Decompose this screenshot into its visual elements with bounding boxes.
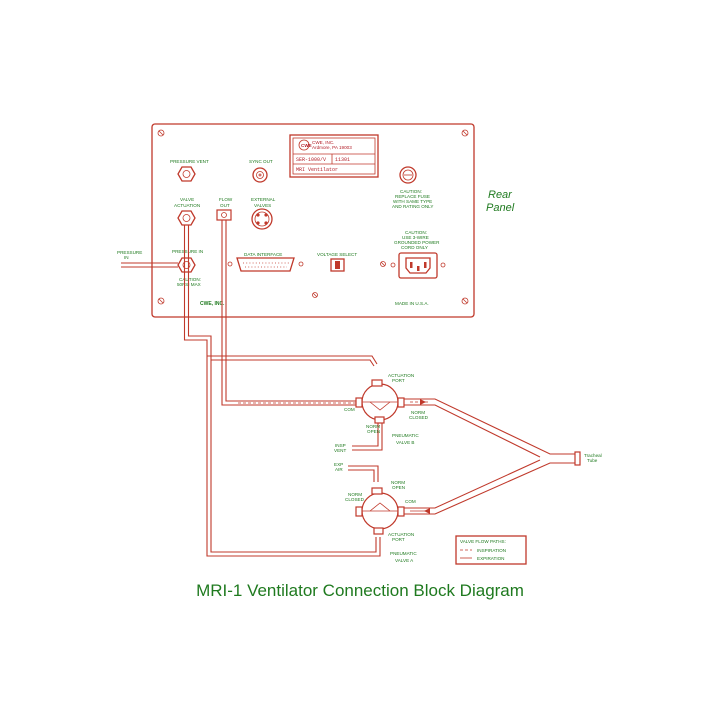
nameplate-company: CWE, INC. <box>312 140 334 145</box>
pressure-in-port: PRESSURE IN CAUTION: 50PSI MAX <box>172 249 203 287</box>
rear-panel: CWE CWE, INC. Ardmore, PA 19003 SER-1000… <box>151 123 475 318</box>
pressure-vent-port: PRESSURE VENT <box>170 159 209 182</box>
nameplate-product: MRI Ventilator <box>296 167 338 173</box>
valve-b-norm-closed-2: CLOSED <box>409 415 429 420</box>
legend-inspiration: INSPIRATION <box>477 548 506 553</box>
fuse-caution-2: REPLACE FUSE <box>395 194 430 199</box>
valve-a-name-2: VALVE A <box>395 558 414 563</box>
rear-panel-label-1: Rear <box>488 189 513 201</box>
fuse-caution-3: WITH SAME TYPE <box>393 199 432 204</box>
valve-b-actuation-2: PORT <box>392 378 405 383</box>
valve-b-norm-closed-1: NORM <box>411 410 425 415</box>
valve-b-norm-open-1: NORM <box>366 424 380 429</box>
pressure-in-supply-line: PRESSURE IN <box>117 250 178 268</box>
valve-a-name-1: PNEUMATIC <box>390 551 417 556</box>
data-interface-connector: DATA INTERFACE <box>236 252 295 272</box>
panel-screws <box>157 129 469 305</box>
valve-b-insp-1: INSP <box>335 443 346 448</box>
valve-actuation-port: VALVE ACTUATION <box>174 197 200 226</box>
valve-a-exp-1: EXP <box>334 462 343 467</box>
supply-label-2: IN <box>124 255 129 260</box>
power-caution-2: USE 3-WIRE <box>402 235 429 240</box>
legend: VALVE FLOW PATHS: INSPIRATION EXPIRATION <box>455 535 527 565</box>
flow-out-label-1: FLOW <box>219 197 233 202</box>
valve-b-name-2: VALVE B <box>396 440 414 445</box>
fuse-caution-1: CAUTION: <box>400 189 422 194</box>
pressure-in-label: PRESSURE IN <box>172 249 203 254</box>
flow-arrows <box>238 399 430 514</box>
flow-out-port: FLOW OUT <box>216 197 233 221</box>
legend-expiration: EXPIRATION <box>477 556 504 561</box>
voltage-select-switch: VOLTAGE SELECT <box>317 252 357 272</box>
flow-out-label-2: OUT <box>220 203 230 208</box>
svg-text:CWE: CWE <box>301 143 312 148</box>
data-interface-label: DATA INTERFACE <box>244 252 282 257</box>
legend-title: VALVE FLOW PATHS: <box>460 539 506 544</box>
external-valves-connector: EXTERNAL VALVES <box>251 197 276 230</box>
voltage-select-label: VOLTAGE SELECT <box>317 252 357 257</box>
power-caution-1: CAUTION: <box>405 230 427 235</box>
nameplate-company-sub: Ardmore, PA 19003 <box>312 145 352 150</box>
valve-a-norm-closed-1: NORM <box>348 492 362 497</box>
valve-a-exp-2: AIR <box>335 467 343 472</box>
external-valves-label-2: VALVES <box>254 203 271 208</box>
valve-a-actuation-2: PORT <box>392 537 405 542</box>
pneumatic-valve-a: EXP AIR NORM OPEN NORM CLOSED COM ACTUAT… <box>334 462 417 563</box>
fuse-holder: CAUTION: REPLACE FUSE WITH SAME TYPE AND… <box>392 166 433 209</box>
valve-b-insp-2: VENT <box>334 448 346 453</box>
nameplate-model-no: 11301 <box>335 157 350 163</box>
valve-a-actuation-1: ACTUATION <box>388 532 414 537</box>
supply-label-1: PRESSURE <box>117 250 142 255</box>
valve-a-norm-closed-2: CLOSED <box>345 497 365 502</box>
valve-a-norm-open-1: NORM <box>391 480 405 485</box>
pressure-vent-label: PRESSURE VENT <box>170 159 209 164</box>
power-caution-4: CORD ONLY <box>401 245 428 250</box>
valve-b-actuation-1: ACTUATION <box>388 373 414 378</box>
fuse-caution-4: AND RATING ONLY <box>392 204 433 209</box>
made-in-label: MADE IN U.S.A. <box>395 301 429 306</box>
tubing <box>183 220 581 557</box>
tracheal-label-2: Tube <box>587 458 598 463</box>
valve-a-com: COM <box>405 499 416 504</box>
diagram-caption: MRI-1 Ventilator Connection Block Diagra… <box>196 581 524 600</box>
pneumatic-valve-b: ACTUATION PORT COM NORM CLOSED NORM OPEN… <box>334 373 429 453</box>
rear-panel-label-2: Panel <box>486 202 515 214</box>
valve-actuation-label-1: VALVE <box>180 197 194 202</box>
sync-out-label: SYNC OUT <box>249 159 273 164</box>
power-inlet: CAUTION: USE 3-WIRE GROUNDED POWER CORD … <box>390 230 446 279</box>
tracheal-label-1: Tracheal <box>584 453 602 458</box>
valve-actuation-label-2: ACTUATION <box>174 203 200 208</box>
external-valves-label-1: EXTERNAL <box>251 197 276 202</box>
valve-b-name-1: PNEUMATIC <box>392 433 419 438</box>
nameplate: CWE CWE, INC. Ardmore, PA 19003 SER-1000… <box>289 134 379 178</box>
nameplate-serial: SER-1000/V <box>296 157 326 163</box>
valve-b-com: COM <box>344 407 355 412</box>
sync-out-port: SYNC OUT <box>249 159 273 183</box>
valve-b-norm-open-2: OPEN <box>367 429 380 434</box>
caution-psi-label-1: CAUTION: <box>179 277 201 282</box>
brand-label: CWE, INC. <box>200 301 225 307</box>
power-caution-3: GROUNDED POWER <box>394 240 440 245</box>
valve-a-norm-open-2: OPEN <box>392 485 405 490</box>
